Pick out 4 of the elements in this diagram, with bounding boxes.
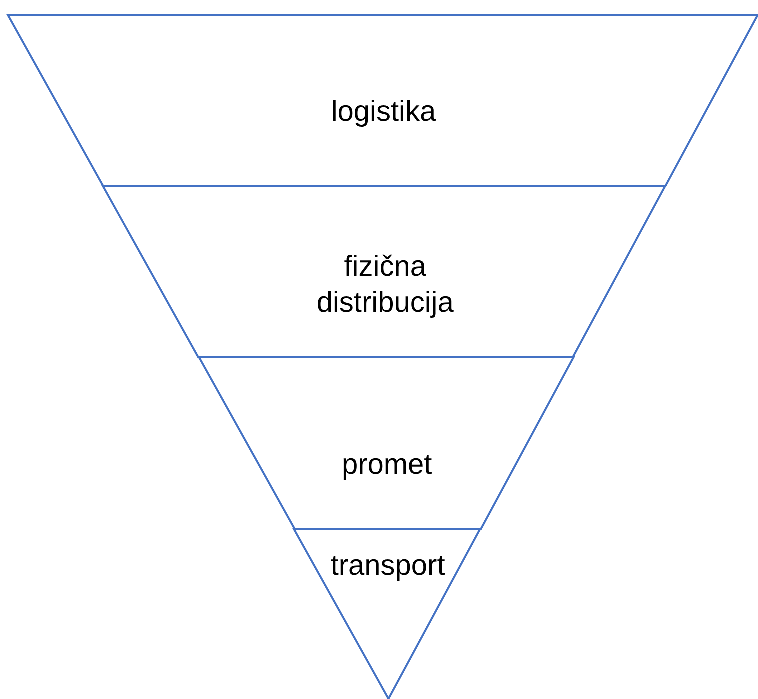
band-label: fizična distribucija [316,250,455,321]
band-label: promet [342,448,432,483]
band-label: transport [330,549,446,584]
band-label: logistika [331,95,436,130]
